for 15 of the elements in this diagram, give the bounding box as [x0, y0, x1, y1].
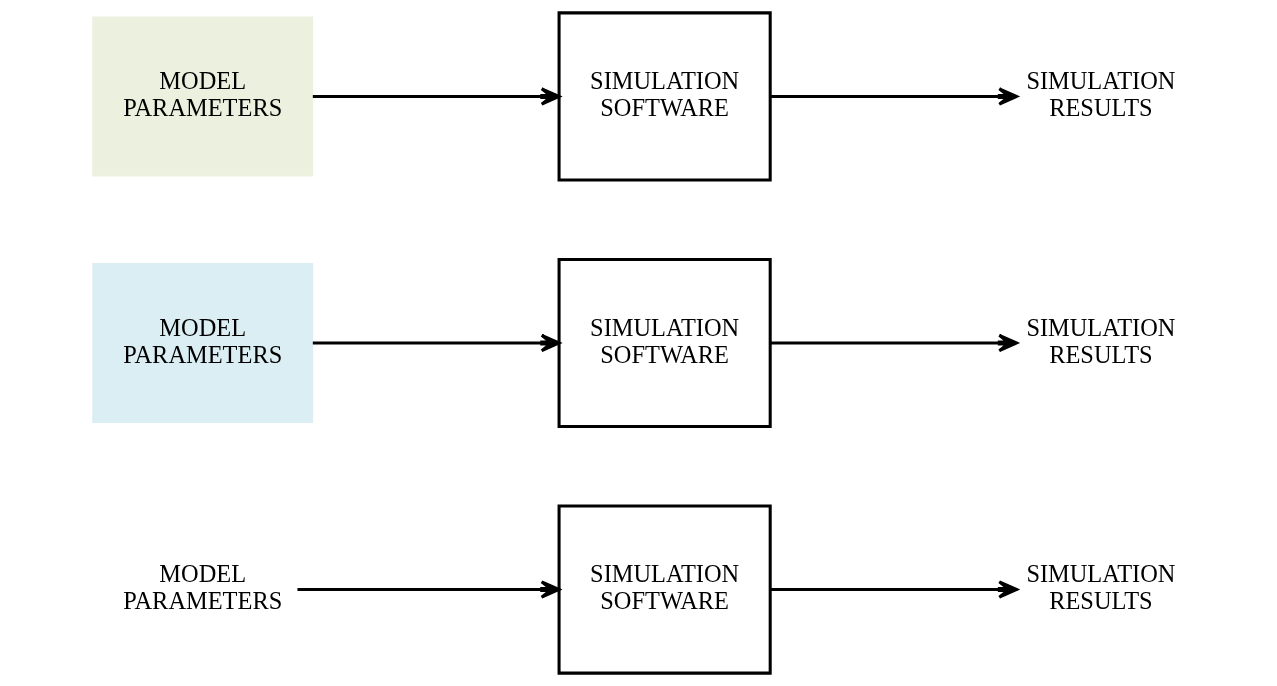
- node-box: MODEL PARAMETERS: [91, 16, 313, 177]
- arrow: [769, 580, 1018, 599]
- arrow: [769, 87, 1018, 106]
- node-box: SIMULATION SOFTWARE: [557, 504, 772, 675]
- node-text: SIMULATION RESULTS: [1025, 67, 1175, 122]
- node-box: SIMULATION SOFTWARE: [557, 11, 772, 182]
- arrow: [312, 333, 560, 353]
- arrow: [296, 580, 560, 599]
- arrow: [769, 333, 1018, 353]
- arrow: [312, 87, 560, 106]
- node-text: MODEL PARAMETERS: [122, 560, 282, 615]
- node-box: SIMULATION SOFTWARE: [557, 257, 772, 429]
- node-box: MODEL PARAMETERS: [91, 263, 313, 423]
- node-text: SIMULATION RESULTS: [1025, 560, 1175, 615]
- node-text: SIMULATION RESULTS: [1025, 313, 1175, 368]
